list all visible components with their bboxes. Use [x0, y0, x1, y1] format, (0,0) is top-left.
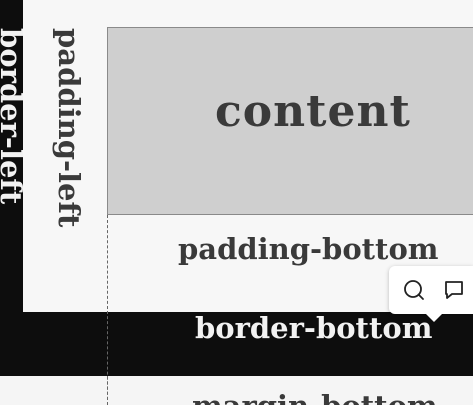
floating-toolbar [389, 266, 473, 314]
content-label: content [107, 27, 473, 195]
margin-bottom-label: margin-bottom [192, 389, 438, 405]
border-left-label: border-left [0, 28, 28, 205]
padding-bottom-label: padding-bottom [178, 232, 439, 266]
dashed-guide-line [107, 215, 108, 405]
toolbar-pointer [425, 313, 443, 322]
search-icon [404, 280, 424, 300]
content-box [107, 27, 473, 215]
padding-left-label: padding-left [52, 28, 86, 228]
comment-button[interactable] [439, 275, 469, 305]
border-bottom-label: border-bottom [195, 311, 433, 345]
search-button[interactable] [399, 275, 429, 305]
content-label-text: content [215, 85, 411, 137]
border-bottom-band [0, 312, 473, 376]
border-left-band [0, 0, 23, 312]
comment-icon [445, 281, 463, 299]
dashed-guide-line-lower [107, 376, 108, 405]
